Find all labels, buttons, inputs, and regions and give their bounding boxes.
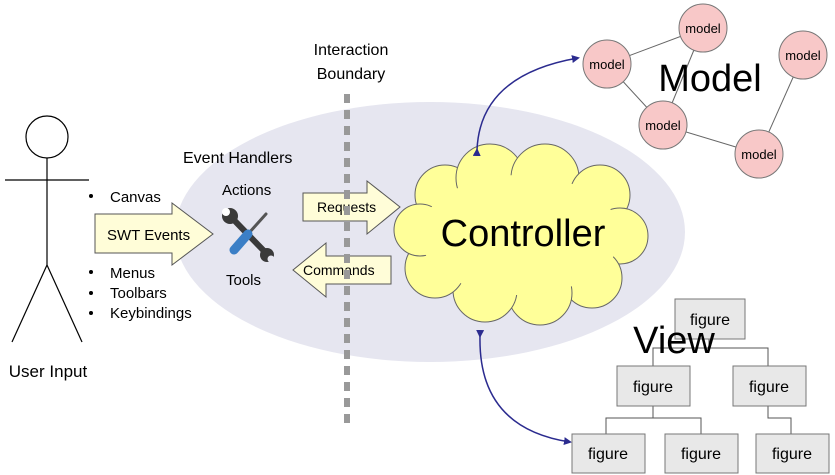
figure-box: [674, 298, 746, 340]
interaction-boundary-label-1: Interaction: [314, 42, 389, 59]
figure-box: [664, 433, 739, 474]
wrench-screwdriver-icon: [222, 208, 275, 263]
model-title: Model: [658, 58, 762, 100]
commands-label: Commands: [303, 262, 375, 278]
actions-label: Actions: [222, 182, 271, 199]
input-source-menus: Menus: [110, 265, 155, 282]
model-nodes: model model model model model: [582, 3, 828, 179]
view-title: View: [633, 320, 715, 362]
commands-arrow: [292, 241, 392, 299]
interaction-boundary-label-2: Boundary: [317, 66, 386, 83]
model-node-label: model: [645, 118, 681, 133]
model-node-label: model: [785, 48, 821, 63]
figure-box: [571, 433, 646, 474]
view-tree-edges: [605, 339, 792, 434]
bullet: [89, 270, 93, 274]
figure-box: [616, 365, 691, 407]
model-node: [778, 30, 828, 80]
input-source-toolbars: Toolbars: [110, 285, 167, 302]
swt-events-label: SWT Events: [107, 227, 190, 244]
view-figures: figure figure figure figure figure figur…: [571, 298, 830, 474]
model-node-label: model: [685, 21, 721, 36]
figure-label: figure: [633, 379, 673, 396]
swt-events-arrow: [94, 201, 214, 267]
input-source-keybindings: Keybindings: [110, 305, 192, 322]
tools-label: Tools: [226, 272, 261, 289]
model-node: [678, 3, 728, 53]
figure-label: figure: [749, 379, 789, 396]
controller-cloud: [393, 143, 649, 326]
figure-label: figure: [588, 446, 628, 463]
model-node-label: model: [741, 147, 777, 162]
model-node: [734, 129, 784, 179]
controller-view-connector: [476, 329, 572, 446]
figure-box: [732, 365, 807, 407]
controller-label: Controller: [441, 213, 606, 255]
user-input-label: User Input: [9, 362, 88, 381]
bullet: [89, 311, 93, 315]
input-source-canvas: Canvas: [110, 189, 161, 206]
figure-box: [755, 433, 830, 474]
bullet: [89, 194, 93, 198]
requests-arrow: [302, 179, 401, 236]
bullet: [89, 291, 93, 295]
input-sources-list: Canvas Menus Toolbars Keybindings: [89, 189, 192, 322]
model-node: [638, 100, 688, 150]
figure-label: figure: [681, 446, 721, 463]
event-handlers-title: Event Handlers: [183, 150, 292, 167]
controller-model-connector: [472, 55, 580, 157]
model-node: [582, 39, 632, 89]
figure-label: figure: [772, 446, 812, 463]
user-stick-figure: [5, 115, 89, 343]
model-node-label: model: [589, 57, 625, 72]
figure-label: figure: [690, 312, 730, 329]
